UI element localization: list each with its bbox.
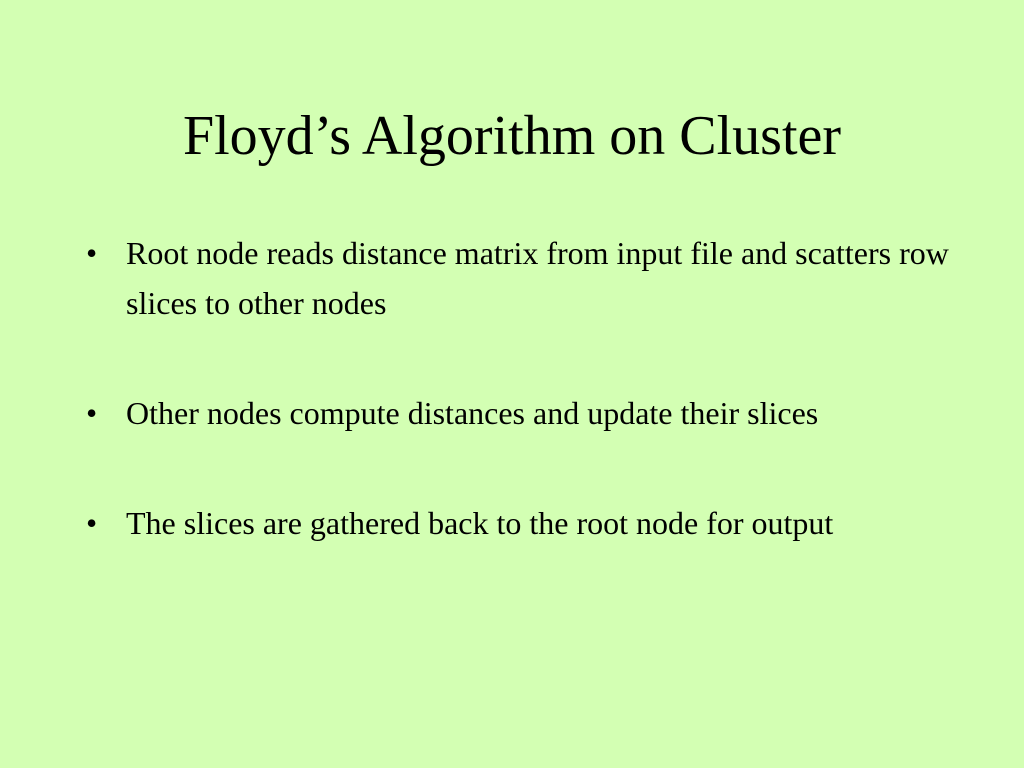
bullet-list: • Root node reads distance matrix from i… bbox=[80, 228, 980, 608]
bullet-icon: • bbox=[86, 235, 98, 271]
bullet-icon: • bbox=[86, 395, 98, 431]
bullet-item: • The slices are gathered back to the ro… bbox=[80, 498, 980, 548]
bullet-icon: • bbox=[86, 505, 98, 541]
bullet-item: • Root node reads distance matrix from i… bbox=[80, 228, 980, 328]
bullet-item: • Other nodes compute distances and upda… bbox=[80, 388, 980, 438]
bullet-text: The slices are gathered back to the root… bbox=[126, 505, 834, 541]
bullet-text: Root node reads distance matrix from inp… bbox=[126, 235, 949, 321]
slide-title: Floyd’s Algorithm on Cluster bbox=[182, 105, 842, 167]
bullet-text: Other nodes compute distances and update… bbox=[126, 395, 819, 431]
